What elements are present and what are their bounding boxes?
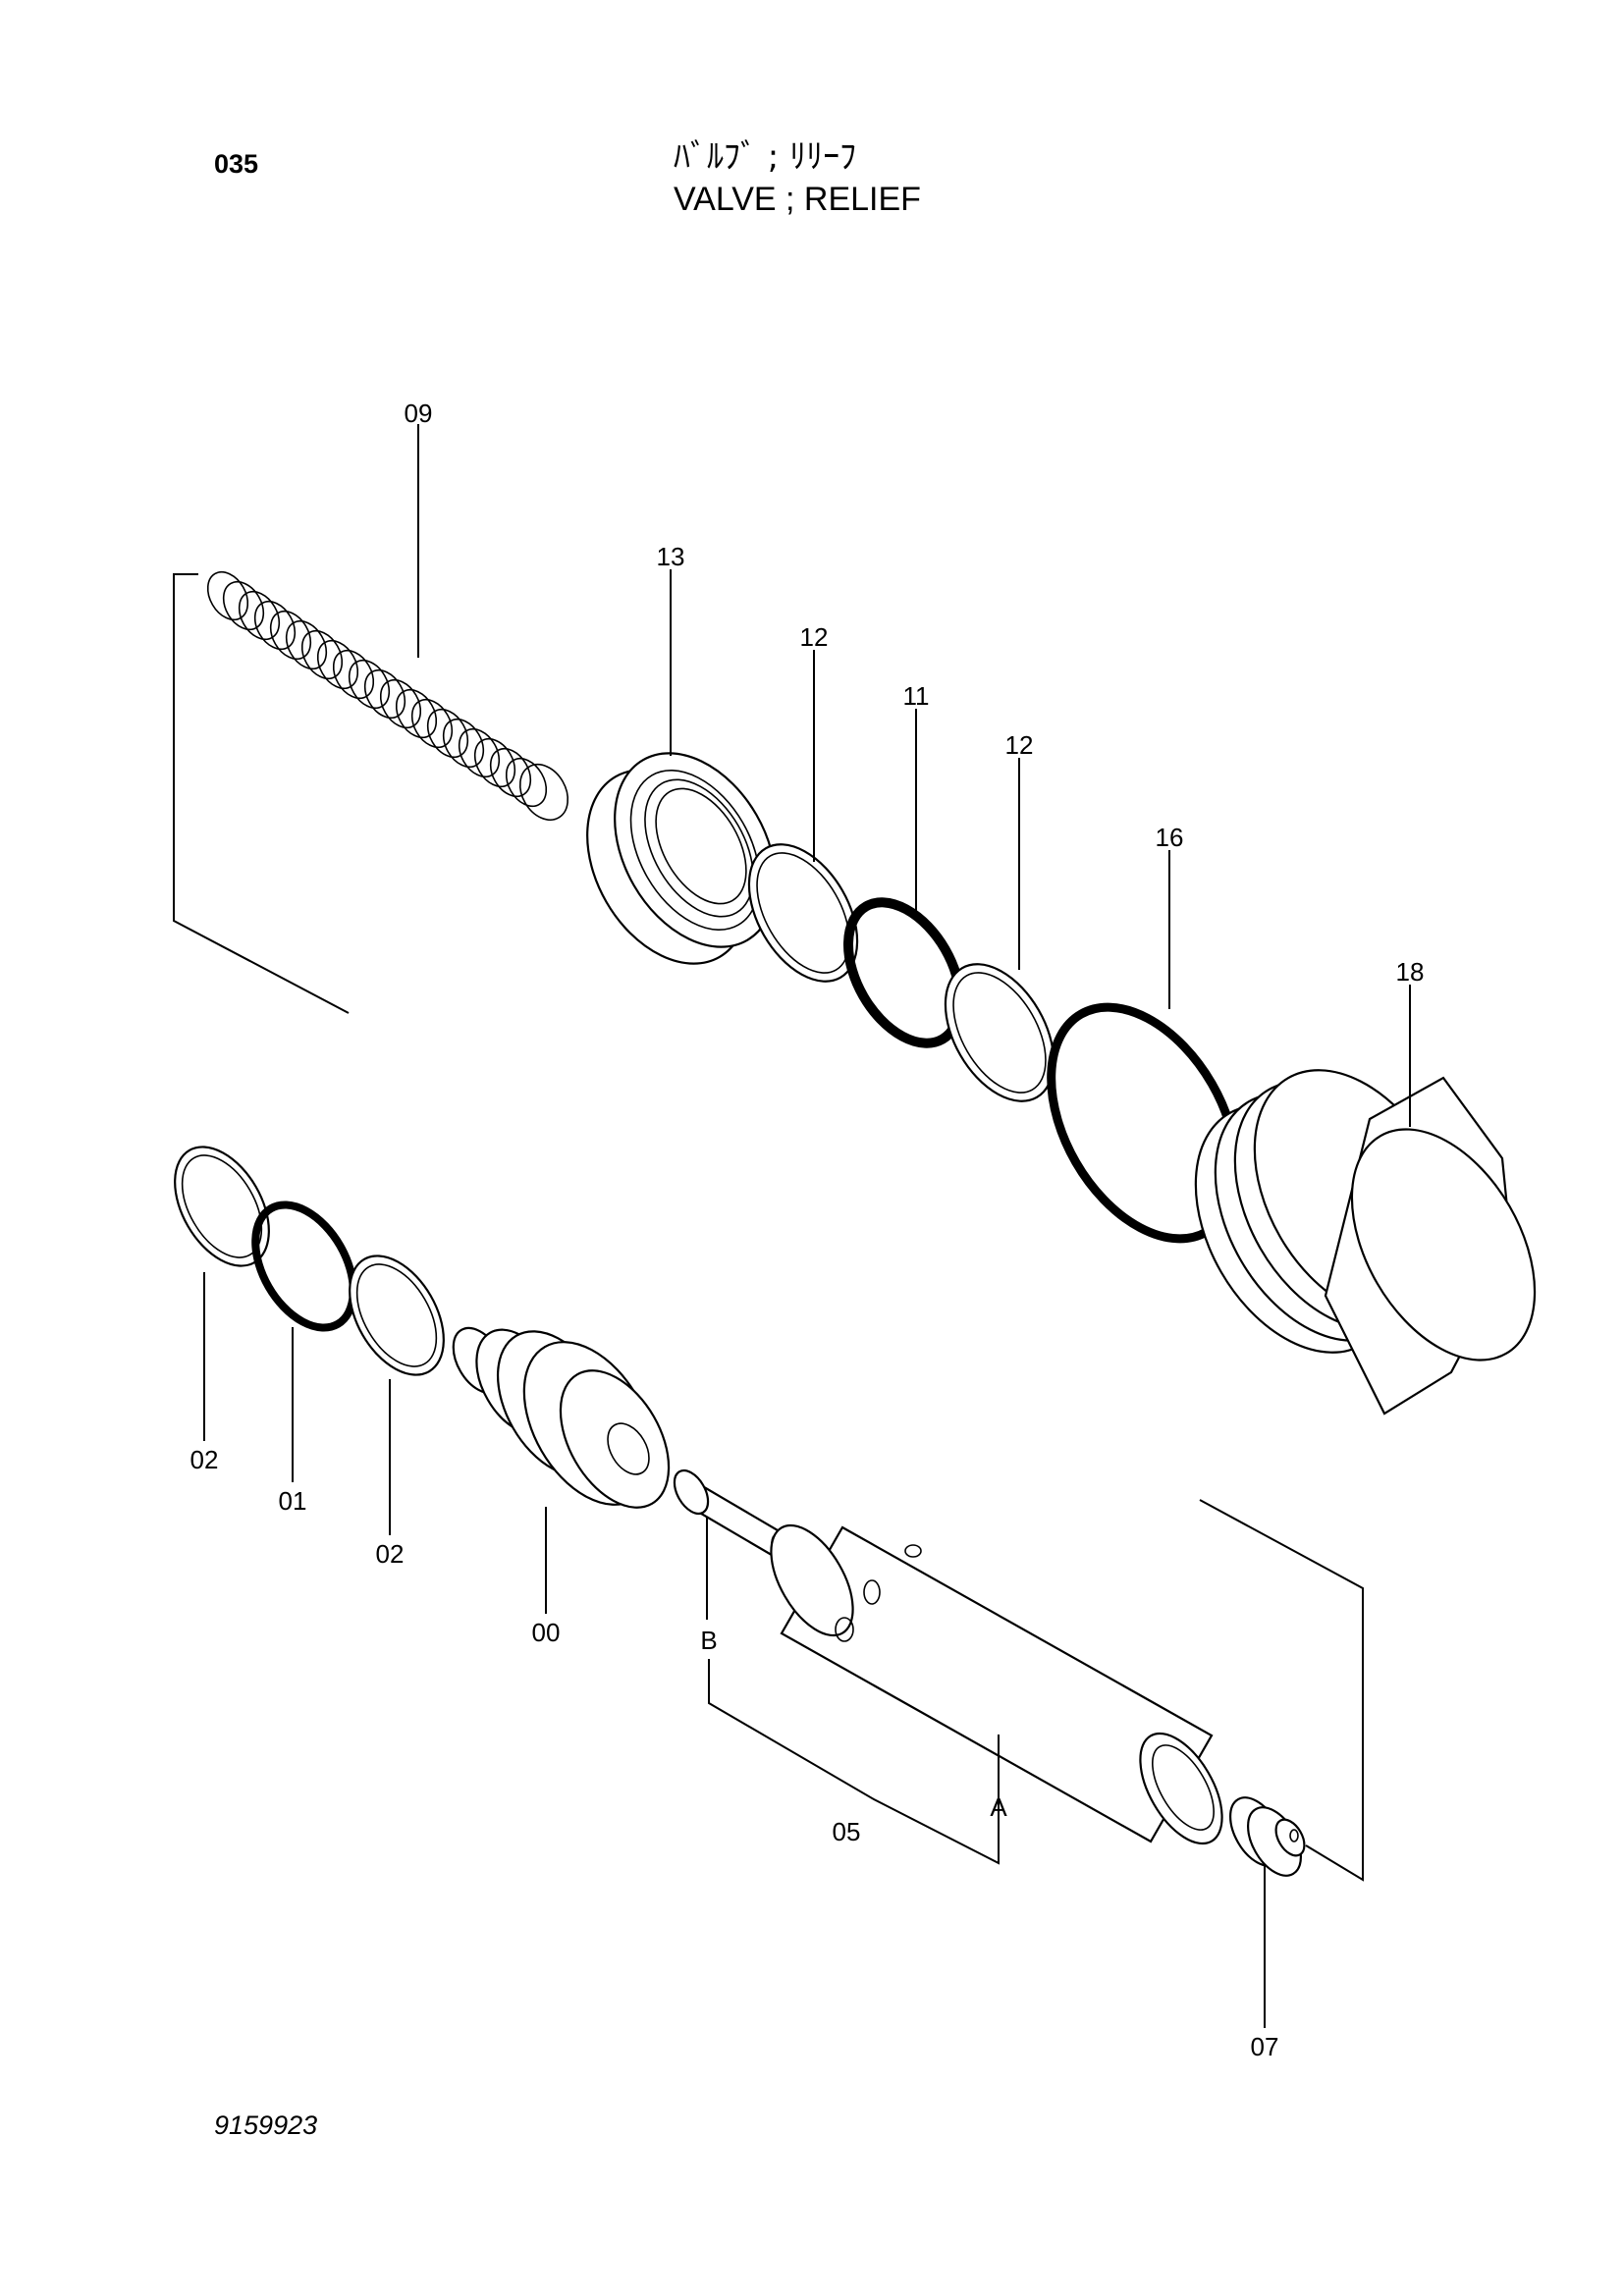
drawing-number: 9159923: [214, 2110, 318, 2140]
part-01-o-ring: 01: [251, 1201, 357, 1516]
part-09-spring: 09: [206, 399, 569, 822]
title-japanese: ﾊﾞﾙﾌﾞ ; ﾘﾘｰﾌ: [674, 137, 857, 177]
callout-02b: 02: [376, 1539, 405, 1569]
callout-05: 05: [833, 1817, 861, 1846]
page-number: 035: [214, 149, 259, 179]
part-07-plug: 07: [1228, 1796, 1306, 2061]
callout-16: 16: [1156, 823, 1184, 852]
part-12-backup-ring-upper: 12: [747, 622, 859, 983]
callout-a: A: [990, 1792, 1007, 1822]
callout-12a: 12: [800, 622, 829, 652]
callout-b: B: [700, 1626, 717, 1655]
callout-02a: 02: [190, 1445, 219, 1474]
part-12-backup-ring-lower: 12: [944, 730, 1055, 1102]
callout-18: 18: [1396, 957, 1425, 987]
callout-00: 00: [532, 1618, 561, 1647]
callout-13: 13: [657, 542, 685, 571]
part-11-o-ring: 11: [843, 681, 965, 1048]
callout-12b: 12: [1005, 730, 1034, 760]
part-18-plug: 18: [1194, 957, 1537, 1415]
title-english: VALVE ; RELIEF: [674, 181, 921, 218]
callout-07: 07: [1251, 2032, 1279, 2061]
upper-group-bracket: [173, 573, 350, 1014]
lower-group-bracket: [1199, 1499, 1364, 1882]
part-a-sleeve: A: [770, 1523, 1223, 1860]
callout-09: 09: [405, 399, 433, 428]
callout-11: 11: [903, 681, 930, 711]
part-02-backup-ring-right: 02: [349, 1255, 445, 1569]
bracket-05: [708, 1659, 1000, 1865]
part-02-backup-ring-left: 02: [174, 1146, 270, 1474]
part-13-spring-seat: 13: [586, 542, 777, 965]
callout-01: 01: [279, 1486, 307, 1516]
part-00-poppet: 00: [452, 1326, 671, 1647]
